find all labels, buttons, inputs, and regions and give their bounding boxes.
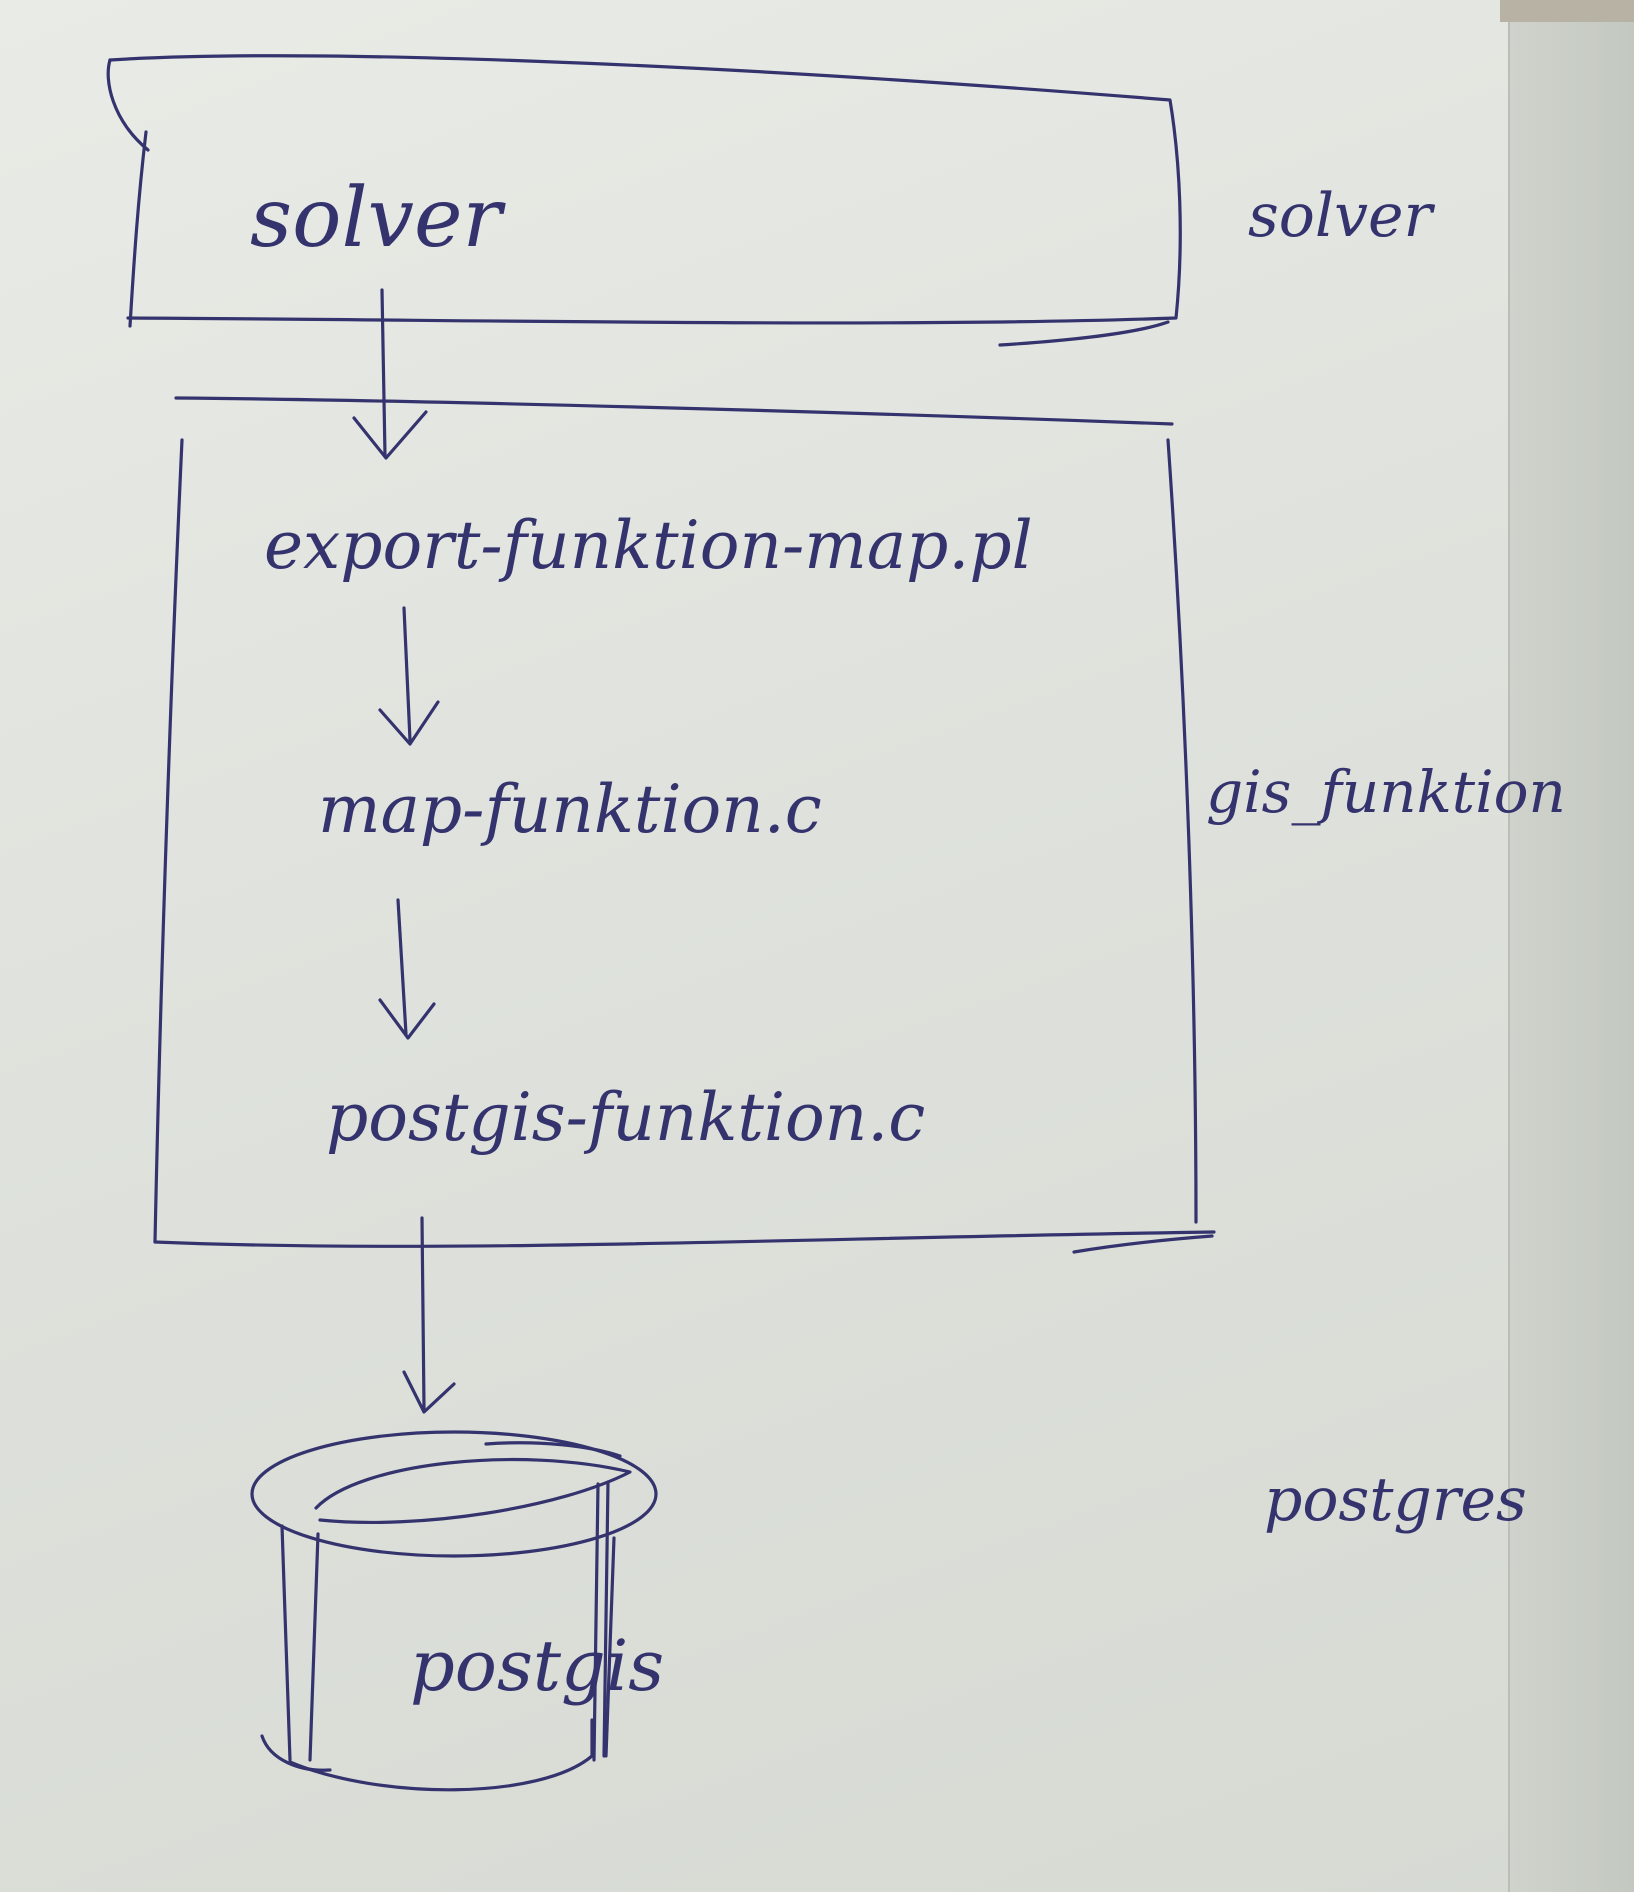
database-cylinder-icon — [250, 1430, 658, 1792]
postgis-funktion-label: postgis-funktion.c — [326, 1079, 925, 1156]
arrow-export-to-map — [378, 606, 440, 746]
side-label-solver: solver — [1248, 181, 1436, 251]
page-edge — [1508, 0, 1634, 1892]
map-funktion-label: map-funktion.c — [318, 771, 822, 848]
arrow-map-to-postgis-funktion — [378, 898, 436, 1040]
gis-funktion-box — [153, 396, 1216, 1254]
solver-box — [106, 54, 1182, 347]
side-label-postgres: postgres — [1264, 1465, 1527, 1535]
solver-label: solver — [250, 171, 507, 266]
export-funktion-label: export-funktion-map.pl — [264, 507, 1033, 584]
side-label-gis-funktion: gis_funktion — [1206, 758, 1566, 826]
arrow-gis-to-database — [402, 1216, 456, 1414]
postgis-database-label: postgis — [410, 1625, 664, 1707]
arrow-solver-to-export — [352, 288, 428, 460]
page-top-shadow — [1500, 0, 1634, 22]
